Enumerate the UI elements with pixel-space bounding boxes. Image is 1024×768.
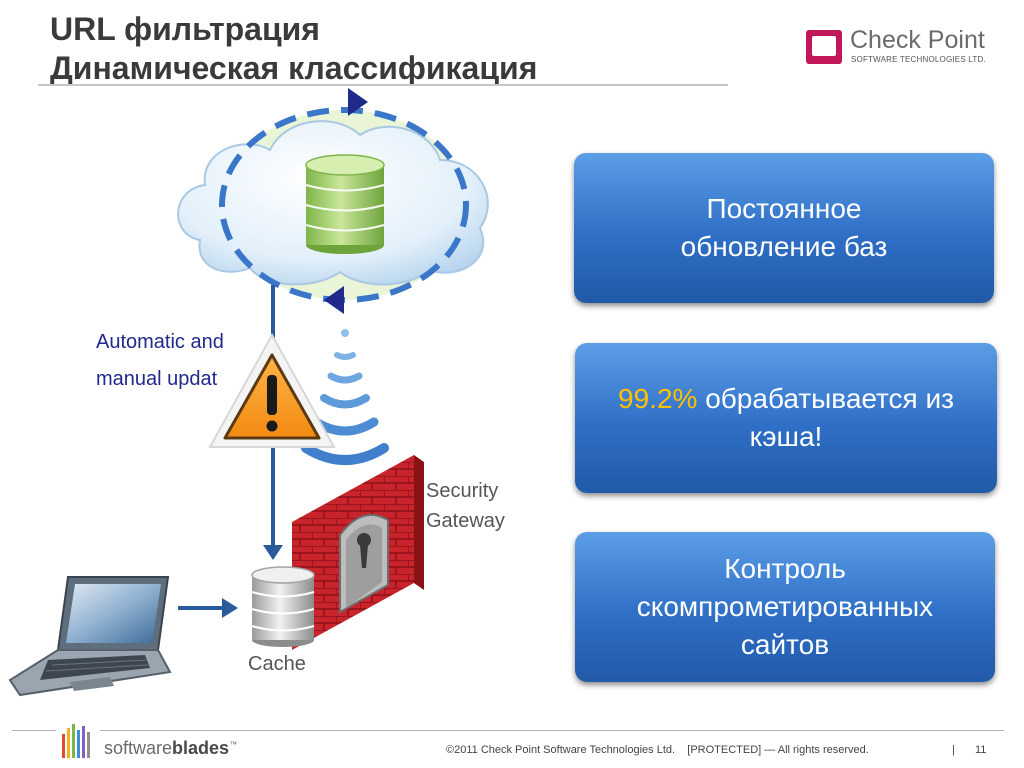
laptop-to-cache-arrow-icon [222,598,238,618]
logo-mark-icon [806,30,842,64]
update-label-line2: manual updat [96,368,218,390]
wireless-signal-icon [301,329,389,465]
database-icon [305,154,385,254]
footer-divider-left [12,730,56,731]
info-box-cache-text: 99.2% обрабатывается из кэша! [575,380,997,456]
gateway-label-line2: Gateway [426,510,505,532]
info-box-updates: Постоянное обновление баз [574,153,994,303]
cycle-arrow-top-icon [348,88,368,116]
logo-subtitle: SOFTWARE TECHNOLOGIES LTD. [851,55,986,64]
software-blades-brand: softwareblades™ [104,738,237,759]
logo-name: Check Point [850,26,985,54]
slide-title-line1: URL фильтрация [50,11,320,47]
firewall-icon [292,455,424,650]
cycle-arrow-bottom-icon [324,286,344,314]
slide-title: URL фильтрация Динамическая классификаци… [50,10,537,88]
check-point-logo: Check Point SOFTWARE TECHNOLOGIES LTD. [806,26,1006,68]
laptop-icon [8,576,172,697]
brand-bold: blades [172,738,230,758]
gateway-label-line1: Security [426,480,499,502]
brand-light: software [104,738,173,758]
software-blades-bars-icon [62,724,90,758]
brand-tm: ™ [229,740,238,749]
slide-title-line2: Динамическая классификация [50,50,538,86]
cache-label: Cache [248,653,306,675]
info-box-compromised-text: Контроль скомпрометированных сайтов [636,553,934,660]
cache-percentage: 99.2% [618,383,698,414]
page-number: 11 [975,744,987,756]
warning-icon [208,332,336,448]
info-box-updates-text: Постоянное обновление баз [680,193,888,262]
info-box-compromised: Контроль скомпрометированных сайтов [575,532,995,682]
gateway-label: Security Gateway [426,476,505,536]
copyright-text: ©2011 Check Point Software Technologies … [446,744,869,756]
cache-text: обрабатывается из кэша! [697,383,954,452]
footer-separator: | [952,744,955,756]
title-divider [38,84,728,86]
footer-divider [100,730,1004,731]
update-label-line1: Automatic and [96,331,224,353]
update-arrow-icon [263,545,283,560]
cache-database-icon [251,566,315,647]
info-box-cache: 99.2% обрабатывается из кэша! [575,343,997,493]
